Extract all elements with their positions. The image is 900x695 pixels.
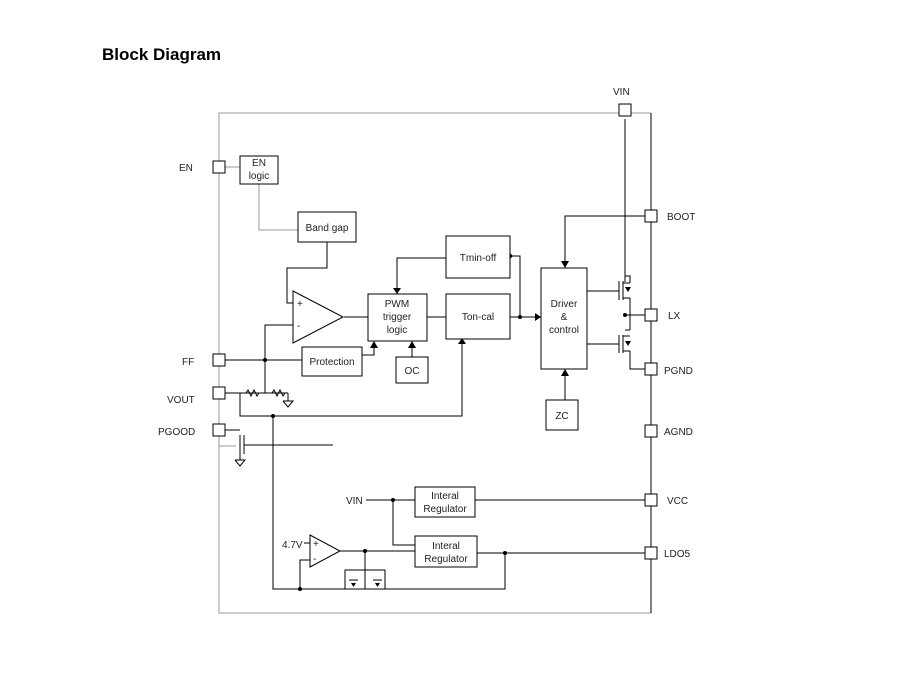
block-ton-cal: Ton-cal xyxy=(445,293,511,340)
pin-label-lx: LX xyxy=(668,311,681,322)
pin-lx-square xyxy=(644,308,658,322)
block-internal-regulator-ldo5: Interal Regulator xyxy=(414,535,478,568)
pin-en-square xyxy=(212,160,226,174)
block-band-gap: Band gap xyxy=(297,211,357,243)
pin-pgnd-square xyxy=(644,362,658,376)
pin-label-en: EN xyxy=(179,163,193,174)
wires xyxy=(219,119,645,590)
block-label: trigger xyxy=(383,312,412,323)
pin-label-vcc: VCC xyxy=(667,496,688,507)
block-label: control xyxy=(549,325,579,336)
block-label: Regulator xyxy=(424,554,468,565)
junction-dots xyxy=(263,313,627,591)
block-oc: OC xyxy=(395,356,429,384)
block-ldo-comparator: + - 4.7V xyxy=(282,534,342,568)
block-label: Driver xyxy=(551,299,578,310)
block-tmin-off: Tmin-off xyxy=(445,235,511,279)
pin-pgood-square xyxy=(212,423,226,437)
pin-label-vin: VIN xyxy=(613,87,630,98)
pin-agnd-square xyxy=(644,424,658,438)
block-driver-control: Driver & control xyxy=(540,267,588,370)
pin-vout-square xyxy=(212,386,226,400)
comparator-plus-label: + xyxy=(297,299,303,310)
block-label: EN xyxy=(252,158,266,169)
block-error-comparator: + - xyxy=(292,290,345,344)
pin-vcc-square xyxy=(644,493,658,507)
ref-voltage-label: 4.7V xyxy=(282,540,303,551)
block-pwm-trigger: PWM trigger logic xyxy=(367,293,428,342)
block-zc: ZC xyxy=(545,399,579,431)
block-label: Interal xyxy=(431,491,459,502)
block-label: Interal xyxy=(432,541,460,552)
page-title: Block Diagram xyxy=(102,45,222,64)
block-label: logic xyxy=(387,325,408,336)
pin-vin-square xyxy=(618,103,632,117)
pin-ff-square xyxy=(212,353,226,367)
pin-label-agnd: AGND xyxy=(664,427,693,438)
pin-label-pgnd: PGND xyxy=(664,366,693,377)
block-label: ZC xyxy=(555,411,568,422)
block-en-logic: EN logic xyxy=(239,155,279,185)
pin-label-vout: VOUT xyxy=(167,395,195,406)
pin-label-pgood: PGOOD xyxy=(158,427,195,438)
block-label: Band gap xyxy=(306,223,349,234)
pin-squares xyxy=(212,103,658,560)
block-label: & xyxy=(561,312,568,323)
pin-label-ff: FF xyxy=(182,357,194,368)
block-label: Ton-cal xyxy=(462,312,494,323)
block-protection: Protection xyxy=(301,346,363,377)
block-label: PWM xyxy=(385,299,409,310)
pin-label-ldo5: LDO5 xyxy=(664,549,691,560)
comparator-plus-label: + xyxy=(313,539,319,550)
block-label: OC xyxy=(405,366,420,377)
block-label: Tmin-off xyxy=(460,253,497,264)
block-internal-regulator-vcc: Interal Regulator xyxy=(414,486,476,518)
comparator-minus-label: - xyxy=(313,554,316,565)
block-label: Protection xyxy=(309,357,354,368)
pin-labels: VIN EN BOOT LX FF PGND VOUT PGOOD AGND V… xyxy=(158,87,695,560)
block-label: Regulator xyxy=(423,504,467,515)
comparator-minus-label: - xyxy=(297,321,300,332)
internal-vin-label: VIN xyxy=(346,496,363,507)
pin-boot-square xyxy=(644,209,658,223)
pin-label-boot: BOOT xyxy=(667,212,695,223)
pin-ldo5-square xyxy=(644,546,658,560)
block-label: logic xyxy=(249,171,270,182)
